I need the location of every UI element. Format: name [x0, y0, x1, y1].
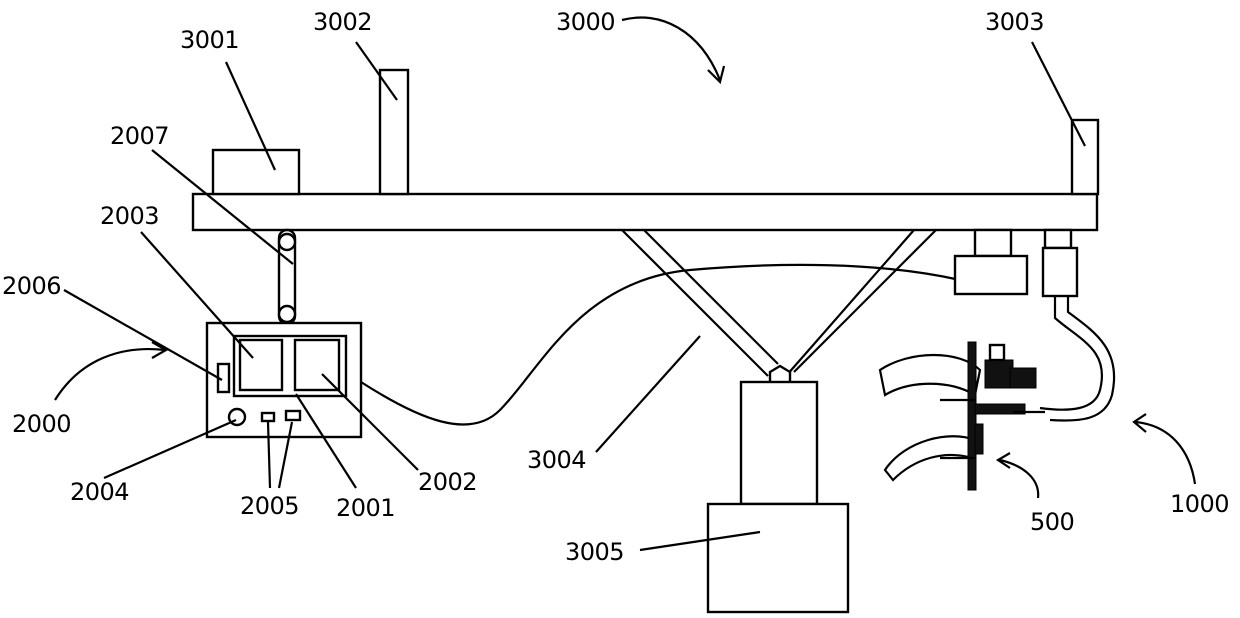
label-3005: 3005: [565, 538, 624, 566]
label-500: 500: [1030, 508, 1074, 536]
label-3001: 3001: [180, 26, 239, 54]
label-3002: 3002: [313, 8, 372, 36]
post-3003: [1072, 120, 1098, 194]
label-2007: 2007: [110, 122, 169, 150]
label-2002: 2002: [418, 468, 477, 496]
column-3005: [741, 382, 817, 504]
post-3002: [380, 70, 408, 194]
label-2000: 2000: [12, 410, 71, 438]
right-hanger: [955, 230, 1114, 421]
label-2001: 2001: [336, 494, 395, 522]
crossbeam: [193, 194, 1097, 230]
cable: [361, 265, 960, 425]
label-3004: 3004: [527, 446, 586, 474]
label-2004: 2004: [70, 478, 129, 506]
base-3005: [708, 504, 848, 612]
label-3003: 3003: [985, 8, 1044, 36]
label-1000: 1000: [1170, 490, 1229, 518]
label-3000: 3000: [556, 8, 615, 36]
label-2005: 2005: [240, 492, 299, 520]
label-2006: 2006: [2, 272, 61, 300]
control-box-2000: [207, 323, 361, 437]
label-2003: 2003: [100, 202, 159, 230]
block-3001: [213, 150, 299, 194]
hanging-arm-2007: [279, 230, 295, 324]
